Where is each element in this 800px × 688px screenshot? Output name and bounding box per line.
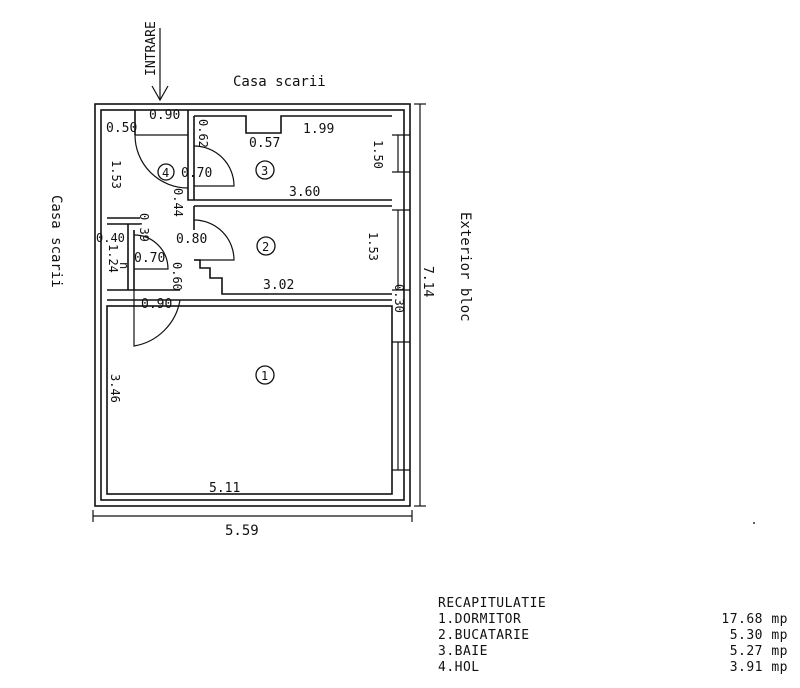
dim-hall-height: 1.53 <box>109 160 123 189</box>
svg-text:3: 3 <box>261 164 268 178</box>
floor-plan: INTRARE Casa scarii Casa scarii Exterior… <box>48 21 755 539</box>
dim-bath-height: 1.50 <box>371 140 385 169</box>
recap-row: 2.BUCATARIE 5.30 mp <box>438 628 788 644</box>
dim-niche-small: n <box>117 262 131 269</box>
dim-kitchen-height: 1.53 <box>366 232 380 261</box>
exterior-label: Exterior bloc <box>457 212 473 322</box>
dim-bath-length: 3.60 <box>289 185 320 200</box>
window-kitchen <box>392 209 410 291</box>
recap-row: 3.BAIE 5.27 mp <box>438 644 788 660</box>
door-swings <box>133 134 235 347</box>
recap-value: 17.68 <box>721 612 764 627</box>
room-number-4: 4 <box>157 163 175 181</box>
dim-top-left-wall: 0.50 <box>106 121 137 136</box>
entrance-label: INTRARE <box>144 21 159 76</box>
bedroom-outline <box>106 305 393 495</box>
recap-name: 4.HOL <box>438 660 480 675</box>
recap-value: 3.91 <box>729 660 764 675</box>
recap-row: 4.HOL 3.91 mp <box>438 660 788 676</box>
dim-bath-width: 1.99 <box>303 122 334 137</box>
dim-total-width: 5.59 <box>225 523 259 539</box>
total-width-dim <box>92 510 413 522</box>
svg-text:4: 4 <box>162 166 169 180</box>
dim-bath-wall: 0.62 <box>196 119 210 148</box>
recap-unit: mp <box>771 644 788 659</box>
dim-niche-height: 1.24 <box>106 244 120 273</box>
svg-text:1: 1 <box>261 369 268 383</box>
stairwell-top-label: Casa scarii <box>233 74 326 90</box>
svg-text:2: 2 <box>262 240 269 254</box>
total-height-dim <box>414 103 426 507</box>
dim-total-height: 7.14 <box>420 266 435 297</box>
recap-unit: mp <box>771 660 788 675</box>
recap-unit: mp <box>771 612 788 627</box>
window-bath <box>392 134 410 173</box>
dim-hall-door: 0.70 <box>181 166 212 181</box>
window-bedroom <box>392 341 410 471</box>
recap-name: 2.BUCATARIE <box>438 628 530 643</box>
dim-niche-door: 0.70 <box>134 251 165 266</box>
dim-side-wall: 0.39 <box>137 213 151 242</box>
dim-entry-door: 0.90 <box>149 108 180 123</box>
outer-walls <box>94 103 411 507</box>
dim-bath-step: 0.57 <box>249 136 280 151</box>
recap-name: 1.DORMITOR <box>438 612 522 627</box>
recap-value: 5.30 <box>729 628 764 643</box>
recap-table: RECAPITULATIE 1.DORMITOR 17.68 mp 2.BUCA… <box>438 596 788 676</box>
dim-niche-width: 0.40 <box>96 231 125 245</box>
room-number-1: 1 <box>255 365 275 385</box>
entrance-arrow <box>151 28 169 102</box>
stray-mark <box>753 522 755 524</box>
recap-title: RECAPITULATIE <box>438 596 547 611</box>
dim-kitchen-wall: 0.60 <box>170 262 184 291</box>
stairwell-left-label: Casa scarii <box>48 195 64 288</box>
room-number-3: 3 <box>255 160 275 180</box>
dim-partition: 0.30 <box>392 284 406 313</box>
kitchen-walls <box>193 206 392 295</box>
recap-unit: mp <box>771 628 788 643</box>
recap-name: 3.BAIE <box>438 644 488 659</box>
dim-bedroom-height: 3.46 <box>108 374 122 403</box>
dim-kitchen-length: 3.02 <box>263 278 294 293</box>
dim-bedroom-width: 5.11 <box>209 481 240 496</box>
dim-bedroom-door: 0.90 <box>141 297 172 312</box>
recap-value: 5.27 <box>729 644 764 659</box>
hall-walls <box>107 110 180 291</box>
dim-kitchen-door: 0.80 <box>176 232 207 247</box>
dim-hall-wall: 0.44 <box>171 188 185 217</box>
recap-row: 1.DORMITOR 17.68 mp <box>438 612 788 628</box>
room-number-2: 2 <box>256 236 276 256</box>
